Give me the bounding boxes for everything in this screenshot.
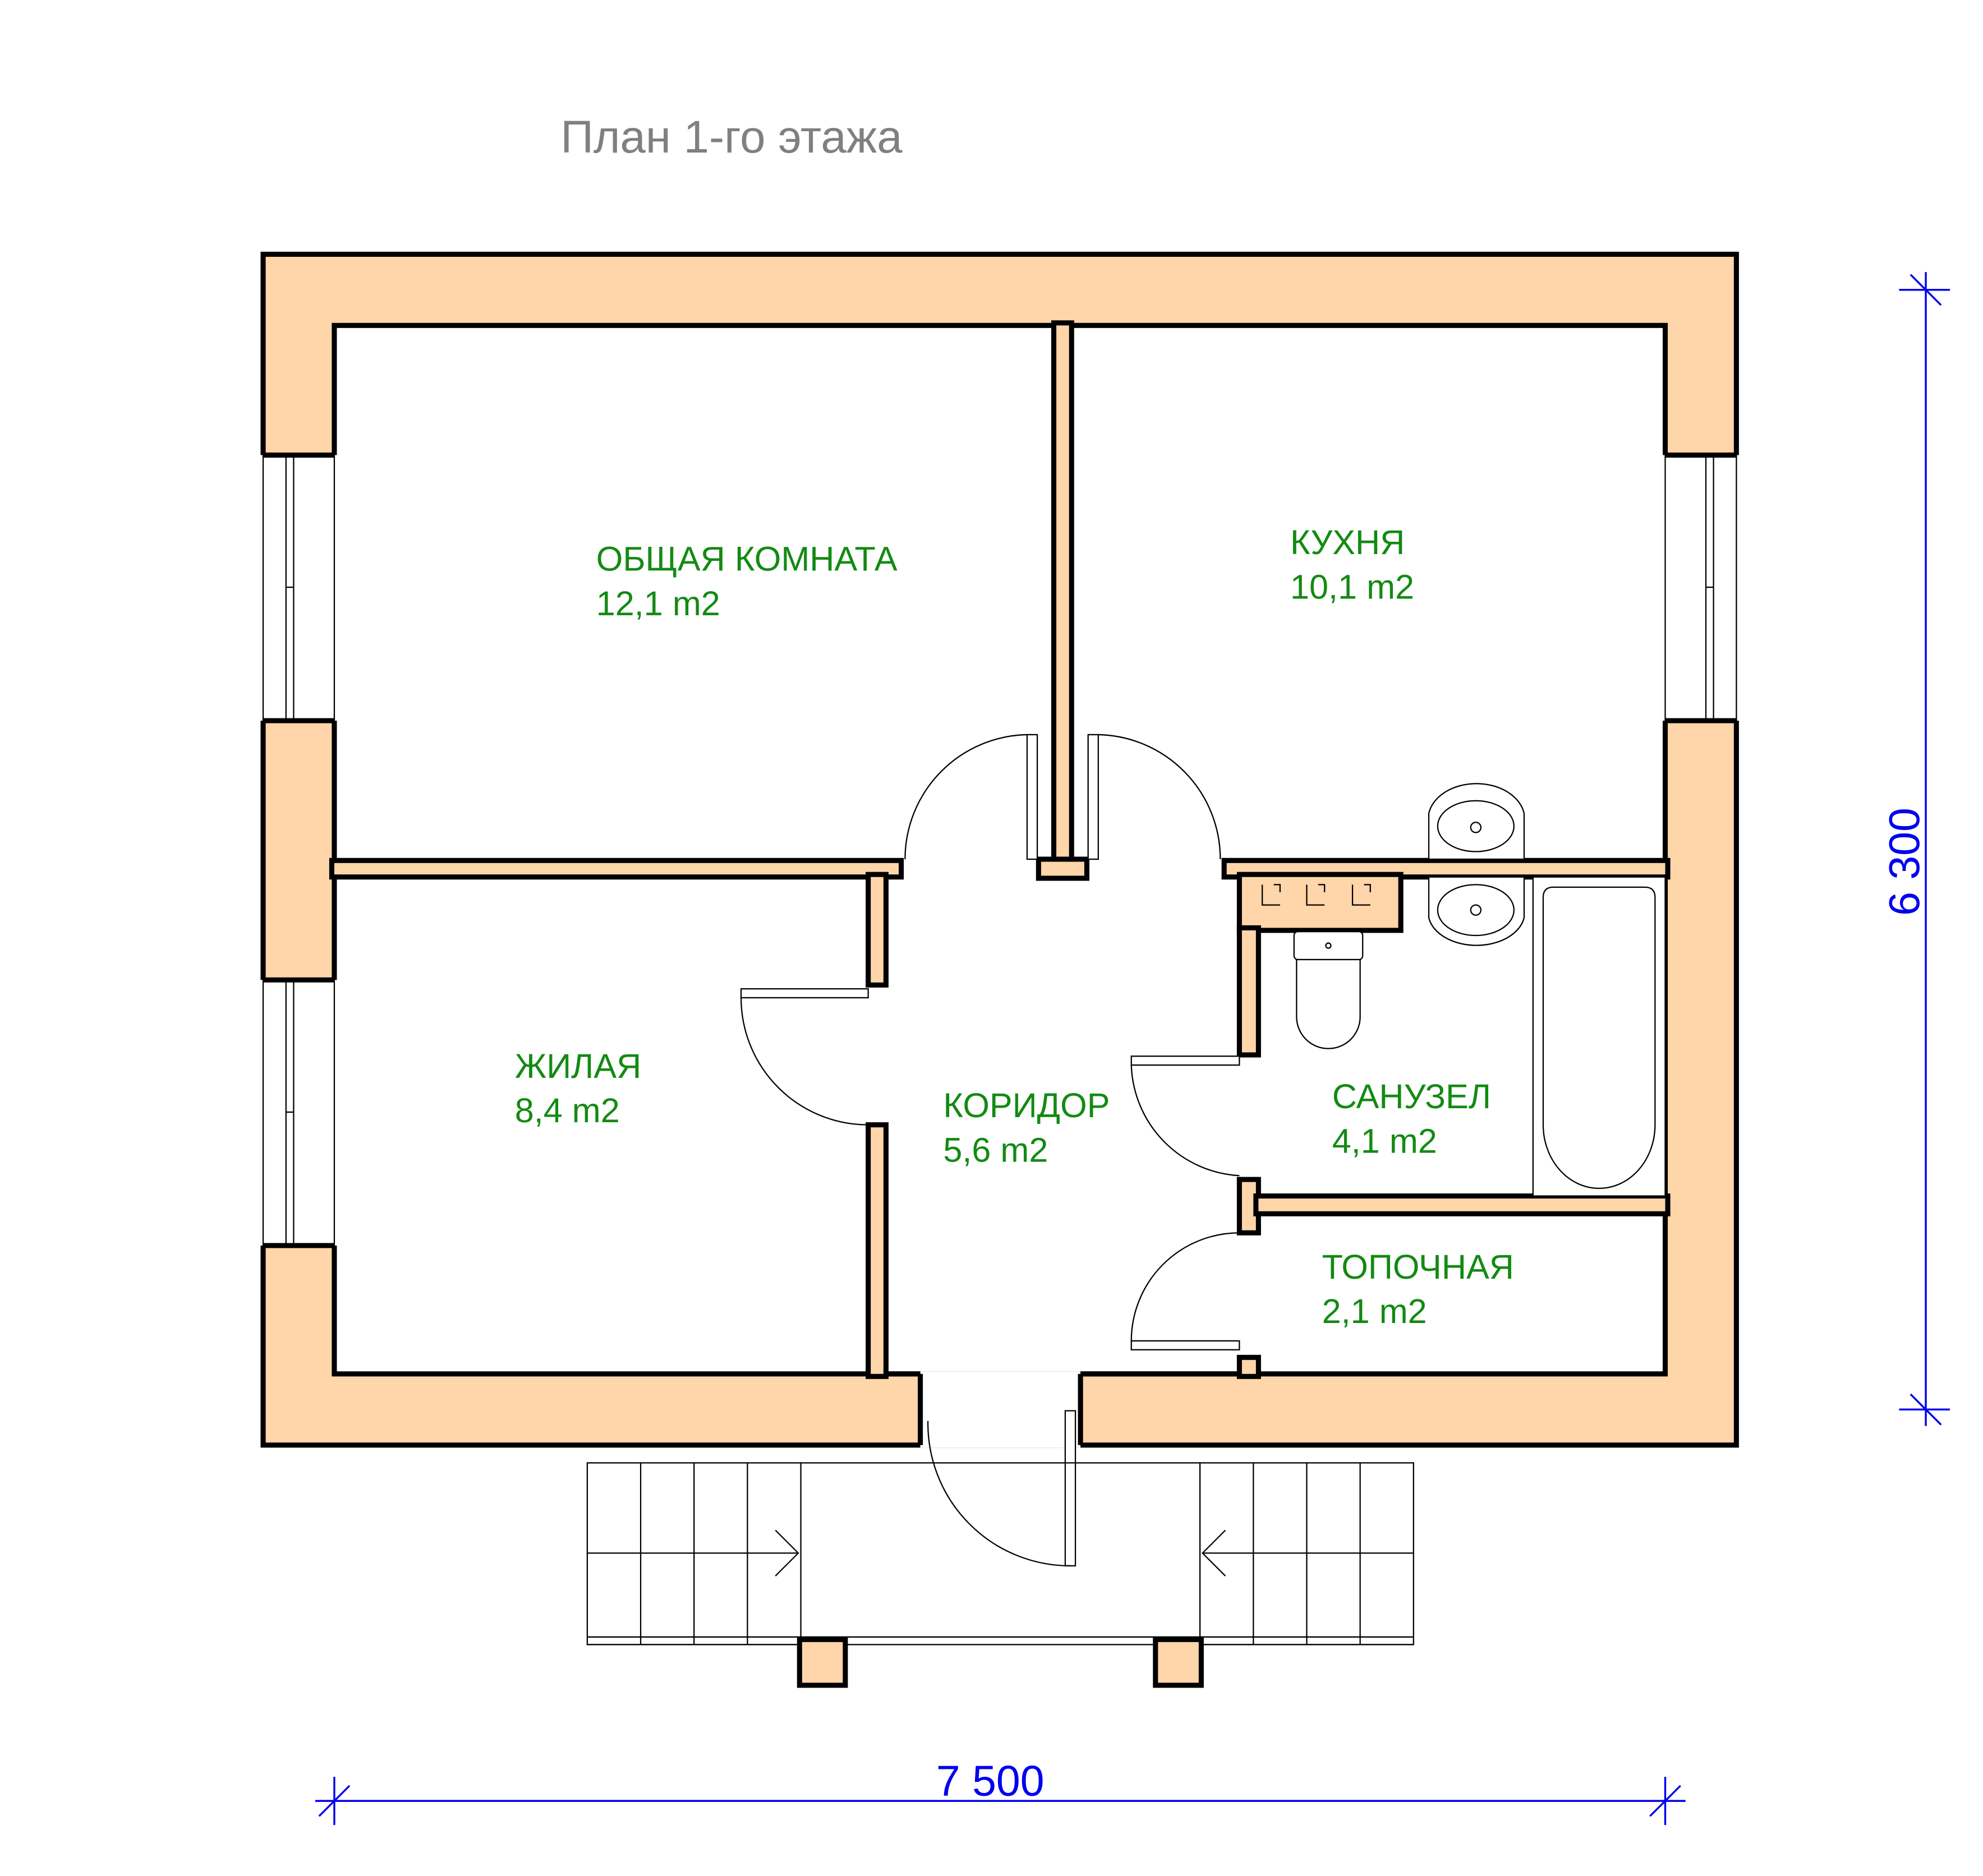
window-left-top — [260, 455, 337, 721]
door-kukhnya[interactable] — [1087, 734, 1221, 860]
room-area: 4,1 m2 — [1332, 1122, 1437, 1160]
room-area: 8,4 m2 — [515, 1091, 620, 1130]
room-obshchaya: ОБЩАЯ КОМНАТА 12,1 m2 — [596, 540, 898, 623]
room-topochnaya: ТОПОЧНАЯ 2,1 m2 — [1322, 1248, 1514, 1330]
door-entrance[interactable] — [927, 1410, 1076, 1567]
porch-column-left — [797, 1637, 848, 1688]
room-area: 12,1 m2 — [596, 584, 720, 623]
dimension-width-label: 7 500 — [936, 1757, 1045, 1805]
porch-column-right — [1153, 1637, 1204, 1688]
dimension-width: 7 500 — [315, 1757, 1686, 1826]
room-area: 5,6 m2 — [943, 1131, 1048, 1169]
room-name: САНУЗЕЛ — [1332, 1077, 1491, 1116]
room-area: 10,1 m2 — [1290, 568, 1414, 606]
room-name: ЖИЛАЯ — [515, 1047, 642, 1085]
plan-title: План 1-го этажа — [560, 112, 903, 163]
room-name: ТОПОЧНАЯ — [1322, 1248, 1514, 1286]
door-obshchaya[interactable] — [904, 734, 1038, 860]
window-right — [1662, 455, 1739, 721]
partitions — [329, 320, 1671, 1379]
room-sanuzel: САНУЗЕЛ 4,1 m2 — [1332, 1077, 1491, 1160]
ventilation-ducts-icon — [1262, 884, 1371, 906]
sink-bathroom-icon — [1428, 876, 1525, 946]
room-koridor: КОРИДОР 5,6 m2 — [943, 1086, 1110, 1169]
bathtub-icon — [1532, 876, 1666, 1197]
toilet-icon — [1293, 931, 1364, 1049]
window-left-bottom — [260, 980, 337, 1246]
room-area: 2,1 m2 — [1322, 1292, 1427, 1330]
door-zhilaya[interactable] — [740, 988, 869, 1126]
sink-kitchen-icon — [1428, 783, 1525, 860]
porch-stairs-left — [586, 1462, 802, 1645]
dimension-height-label: 6 300 — [1881, 808, 1929, 916]
porch-stairs-right — [1199, 1462, 1414, 1645]
dimension-height: 6 300 — [1881, 272, 1950, 1426]
room-kukhnya: КУХНЯ 10,1 m2 — [1290, 523, 1414, 606]
entrance-opening — [920, 1371, 1081, 1448]
room-name: КОРИДОР — [943, 1086, 1110, 1124]
room-name: ОБЩАЯ КОМНАТА — [596, 540, 898, 578]
room-name: КУХНЯ — [1290, 523, 1405, 561]
room-zhilaya: ЖИЛАЯ 8,4 m2 — [515, 1047, 642, 1130]
door-sanuzel[interactable] — [1130, 1055, 1240, 1177]
door-topochnaya[interactable] — [1130, 1232, 1240, 1350]
